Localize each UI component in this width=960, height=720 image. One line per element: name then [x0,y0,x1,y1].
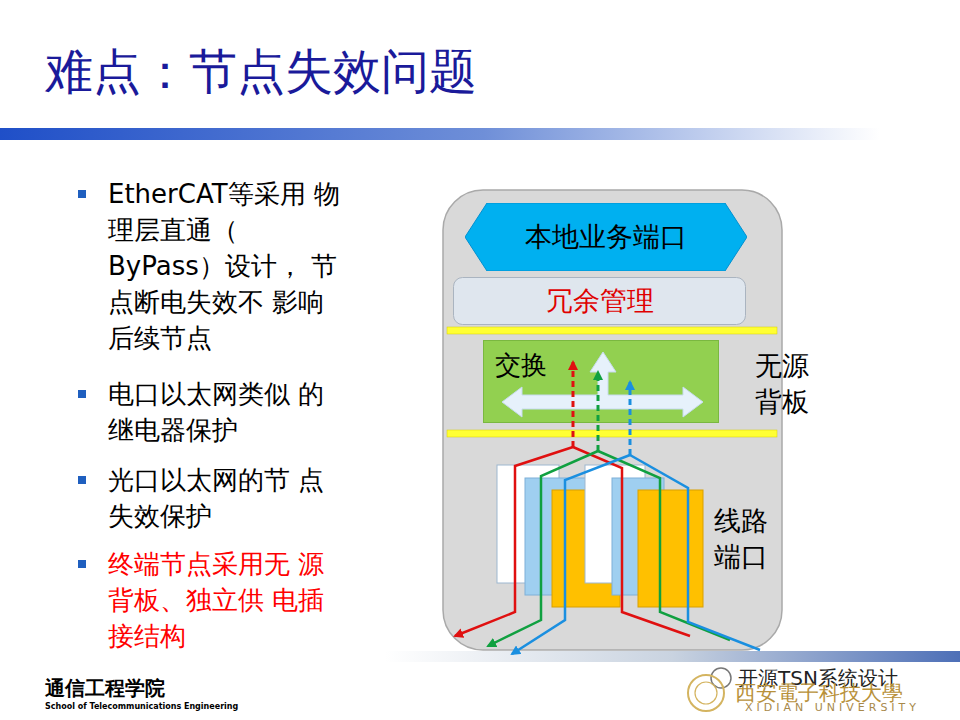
bullet-text: 光口以太网的节 点失效保护 [108,462,344,534]
text-label: 通信工程学院 [45,676,165,701]
line-card [638,490,703,607]
bullet-marker [78,476,86,484]
bullet-text: EtherCAT等采用 物理层直通（ ByPass）设计， 节点断电失效不 影响… [108,176,344,356]
node-outline [454,278,746,325]
university-seal [695,682,717,704]
title-bar [0,128,880,140]
node-label: 冗余管理 [546,285,654,317]
node-housing [443,190,782,650]
slide-title: 难点：节点失效问题 [45,40,477,104]
bullet-text: 终端节点采用无 源背板、独立供 电插接结构 [108,546,344,654]
diagram-node: 交换 [483,340,719,423]
bypass-line [488,451,598,646]
diagram-node: 本地业务端口 [465,203,747,271]
bypass-line [598,451,730,640]
text-label: 线路 端口 [714,503,778,575]
bullet-marker [78,390,86,398]
node-label: 交换 [495,350,547,381]
bullet-text: 电口以太网类似 的继电器保护 [108,376,344,448]
node-outline [484,341,719,423]
bypass-line [455,447,573,636]
node-outline [465,203,747,271]
bypass-line [573,447,690,636]
text-label: XIDIAN UNIVERSITY [745,701,920,715]
backplane-line [447,327,777,334]
diagram-node: 冗余管理 [453,277,746,325]
text-label: 无源 背板 [755,348,819,420]
footer-bar [385,651,960,662]
bullet-marker [78,560,86,568]
node-label: 本地业务端口 [525,221,687,253]
bullet-marker [78,190,86,198]
bypass-line [512,455,630,654]
text-label: School of Telecommunications Engineering [45,702,238,712]
university-seal [688,675,724,711]
backplane-line [447,430,777,437]
